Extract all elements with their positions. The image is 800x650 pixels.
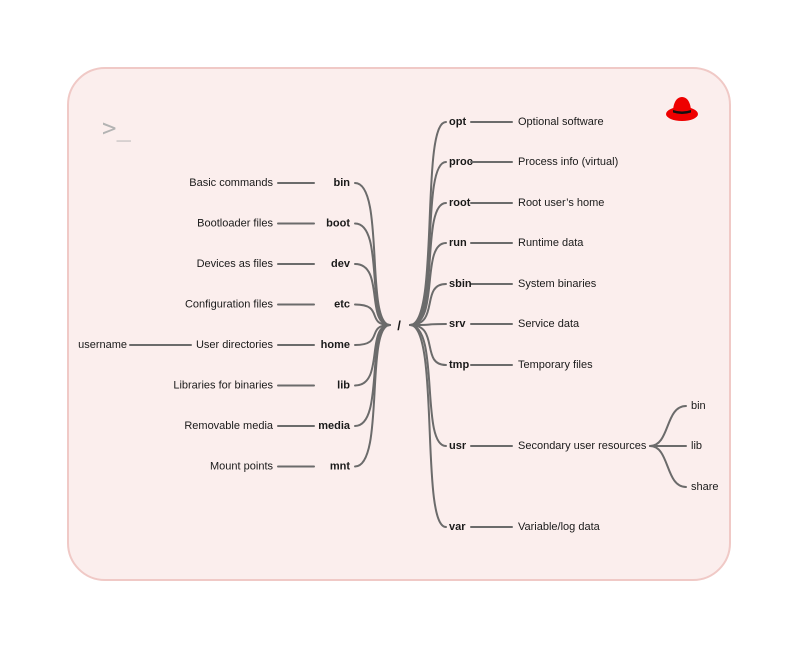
dir-root-description: Root user’s home xyxy=(518,197,604,209)
dir-media-description: Removable media xyxy=(184,420,274,432)
dir-etc-label: etc xyxy=(334,298,350,310)
root-to-boot-line xyxy=(354,222,391,326)
dir-home-child-username: username xyxy=(78,339,127,351)
dir-lib-label: lib xyxy=(337,379,350,391)
dir-usr-child-share: share xyxy=(691,481,719,493)
root-to-proc-line xyxy=(409,161,447,326)
dir-dev-description: Devices as files xyxy=(197,258,274,270)
red-hat-icon xyxy=(666,97,698,121)
dir-run-label: run xyxy=(449,237,467,249)
root-to-root-line xyxy=(409,202,447,326)
dir-srv-label: srv xyxy=(449,318,466,330)
dir-home-label: home xyxy=(321,339,350,351)
root-to-usr-line xyxy=(409,324,447,447)
dir-var-description: Variable/log data xyxy=(518,521,601,533)
dir-bin-description: Basic commands xyxy=(189,177,273,189)
root-to-dev-line xyxy=(354,263,391,326)
root-to-tmp-line xyxy=(409,324,447,366)
dir-dev-label: dev xyxy=(331,258,351,270)
dir-bin-label: bin xyxy=(334,177,351,189)
dir-tmp-description: Temporary files xyxy=(518,359,593,371)
dir-boot-description: Bootloader files xyxy=(197,217,273,229)
dir-home-description: User directories xyxy=(196,339,274,351)
dir-mnt-description: Mount points xyxy=(210,460,273,472)
root-to-lib-line xyxy=(354,324,391,387)
usr-child-share-line xyxy=(649,445,687,488)
dir-root-label: root xyxy=(449,197,471,209)
dir-opt-description: Optional software xyxy=(518,116,604,128)
dir-boot-label: boot xyxy=(326,217,350,229)
usr-child-bin-line xyxy=(649,405,687,447)
dir-proc-label: proc xyxy=(449,156,473,168)
dir-proc-description: Process info (virtual) xyxy=(518,156,618,168)
dir-usr-description: Secondary user resources xyxy=(518,440,647,452)
connector-lines xyxy=(129,121,687,528)
dir-sbin-label: sbin xyxy=(449,278,472,290)
dir-usr-child-bin: bin xyxy=(691,400,706,412)
diagram-card xyxy=(67,67,731,581)
directory-nodes: bin Basic commands boot Bootloader files dev… xyxy=(78,116,718,533)
root-to-etc-line xyxy=(354,303,391,326)
dir-run-description: Runtime data xyxy=(518,237,584,249)
root-to-mnt-line xyxy=(354,324,391,468)
dir-usr-label: usr xyxy=(449,440,467,452)
root-to-bin-line xyxy=(354,182,391,326)
dir-tmp-label: tmp xyxy=(449,359,469,371)
dir-sbin-description: System binaries xyxy=(518,278,597,290)
root-to-sbin-line xyxy=(409,283,447,326)
dir-var-label: var xyxy=(449,521,466,533)
dir-opt-label: opt xyxy=(449,116,466,128)
root-directory-label: / xyxy=(397,318,401,333)
root-to-run-line xyxy=(409,242,447,326)
dir-mnt-label: mnt xyxy=(330,460,351,472)
dir-usr-child-lib: lib xyxy=(691,440,702,452)
dir-srv-description: Service data xyxy=(518,318,580,330)
dir-etc-description: Configuration files xyxy=(185,298,274,310)
dir-lib-description: Libraries for binaries xyxy=(173,379,273,391)
dir-media-label: media xyxy=(318,420,351,432)
terminal-prompt-icon: >_ xyxy=(102,114,131,142)
root-to-var-line xyxy=(409,324,447,528)
